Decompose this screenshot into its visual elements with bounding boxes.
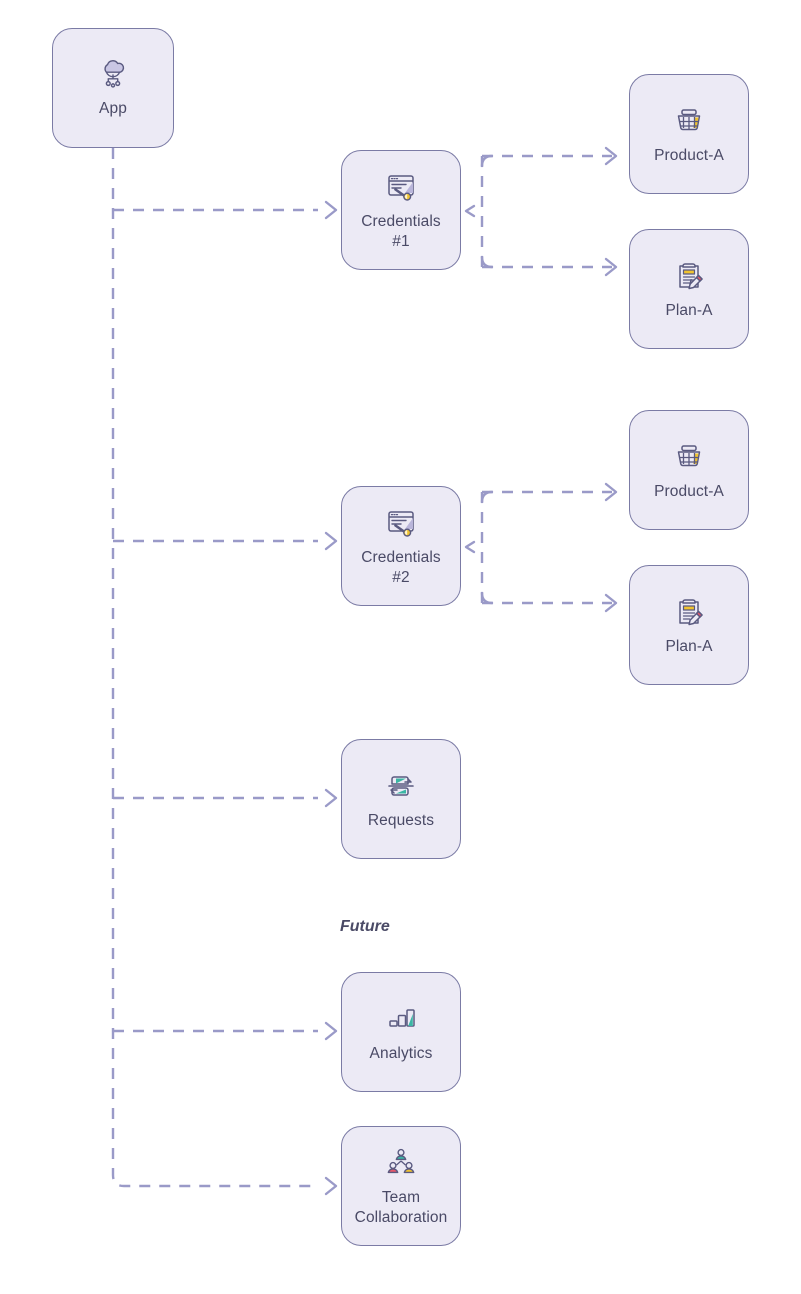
arrowhead-plan-a-2: [604, 593, 618, 613]
node-label: Plan-A: [665, 637, 713, 655]
arrowhead-credentials-2: [324, 531, 338, 551]
arrowhead-credentials-1: [324, 200, 338, 220]
arrowhead-analytics: [324, 1021, 338, 1041]
clipboard-pencil-icon: [671, 258, 707, 294]
node-label: Plan-A: [665, 301, 713, 319]
cloud-network-icon: [96, 58, 130, 92]
request-exchange-icon: [383, 768, 419, 804]
node-label: Requests: [367, 811, 435, 829]
arrowhead-requests: [324, 788, 338, 808]
shopping-basket-icon: [671, 103, 707, 139]
browser-key-icon: [383, 505, 419, 541]
edge-joint-c2-top: [480, 490, 494, 504]
edge-joint-c2-bottom: [480, 591, 494, 605]
arrowhead-product-a-2: [604, 482, 618, 502]
arrowhead-plan-a-1: [604, 257, 618, 277]
shopping-basket-icon: [671, 439, 707, 475]
edge-joint-c1-top: [480, 154, 494, 168]
edge-joint-c1-bottom: [480, 255, 494, 269]
node-label: Analytics: [369, 1044, 433, 1062]
group-label-future: Future: [340, 918, 390, 935]
team-people-icon: [383, 1145, 419, 1181]
node-label: Team Collaboration: [354, 1189, 448, 1226]
node-requests[interactable]: Requests: [341, 739, 461, 859]
arrowhead-product-a-1: [604, 146, 618, 166]
node-plan-a-2[interactable]: Plan-A: [629, 565, 749, 685]
node-label: Product-A: [654, 482, 724, 500]
node-app[interactable]: App: [52, 28, 174, 148]
node-team-collaboration[interactable]: Team Collaboration: [341, 1126, 461, 1246]
node-label: Credentials #1: [361, 213, 441, 250]
node-product-a-2[interactable]: Product-A: [629, 410, 749, 530]
node-label: App: [99, 99, 127, 117]
bar-chart-icon: [383, 1001, 419, 1037]
browser-key-icon: [383, 169, 419, 205]
arrowhead-team-collaboration: [324, 1176, 338, 1196]
clipboard-pencil-icon: [671, 594, 707, 630]
edge-app-trunk: [111, 148, 318, 1188]
node-credentials-1[interactable]: Credentials #1: [341, 150, 461, 270]
node-product-a-1[interactable]: Product-A: [629, 74, 749, 194]
arrowhead-credentials-2-back: [464, 540, 476, 554]
node-analytics[interactable]: Analytics: [341, 972, 461, 1092]
node-label: Product-A: [654, 146, 724, 164]
node-label: Credentials #2: [361, 549, 441, 586]
arrowhead-credentials-1-back: [464, 204, 476, 218]
node-credentials-2[interactable]: Credentials #2: [341, 486, 461, 606]
node-plan-a-1[interactable]: Plan-A: [629, 229, 749, 349]
